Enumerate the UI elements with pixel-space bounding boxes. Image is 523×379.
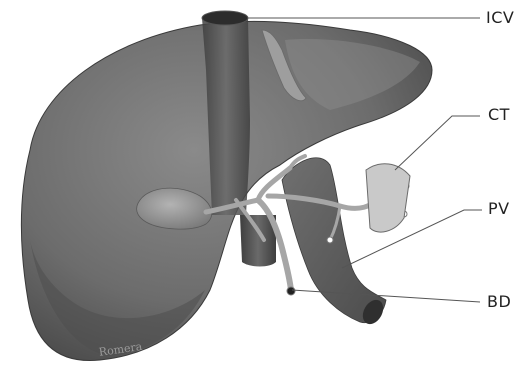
label-pv: PV	[488, 201, 510, 217]
label-bd: BD	[487, 294, 511, 310]
ivc-opening	[202, 11, 248, 25]
cut-tissue-wedge	[366, 164, 410, 232]
ct-leader-line	[395, 116, 480, 170]
pv-leader-line	[342, 210, 482, 268]
label-icv: ICV	[486, 10, 514, 26]
label-ct: CT	[488, 107, 510, 123]
